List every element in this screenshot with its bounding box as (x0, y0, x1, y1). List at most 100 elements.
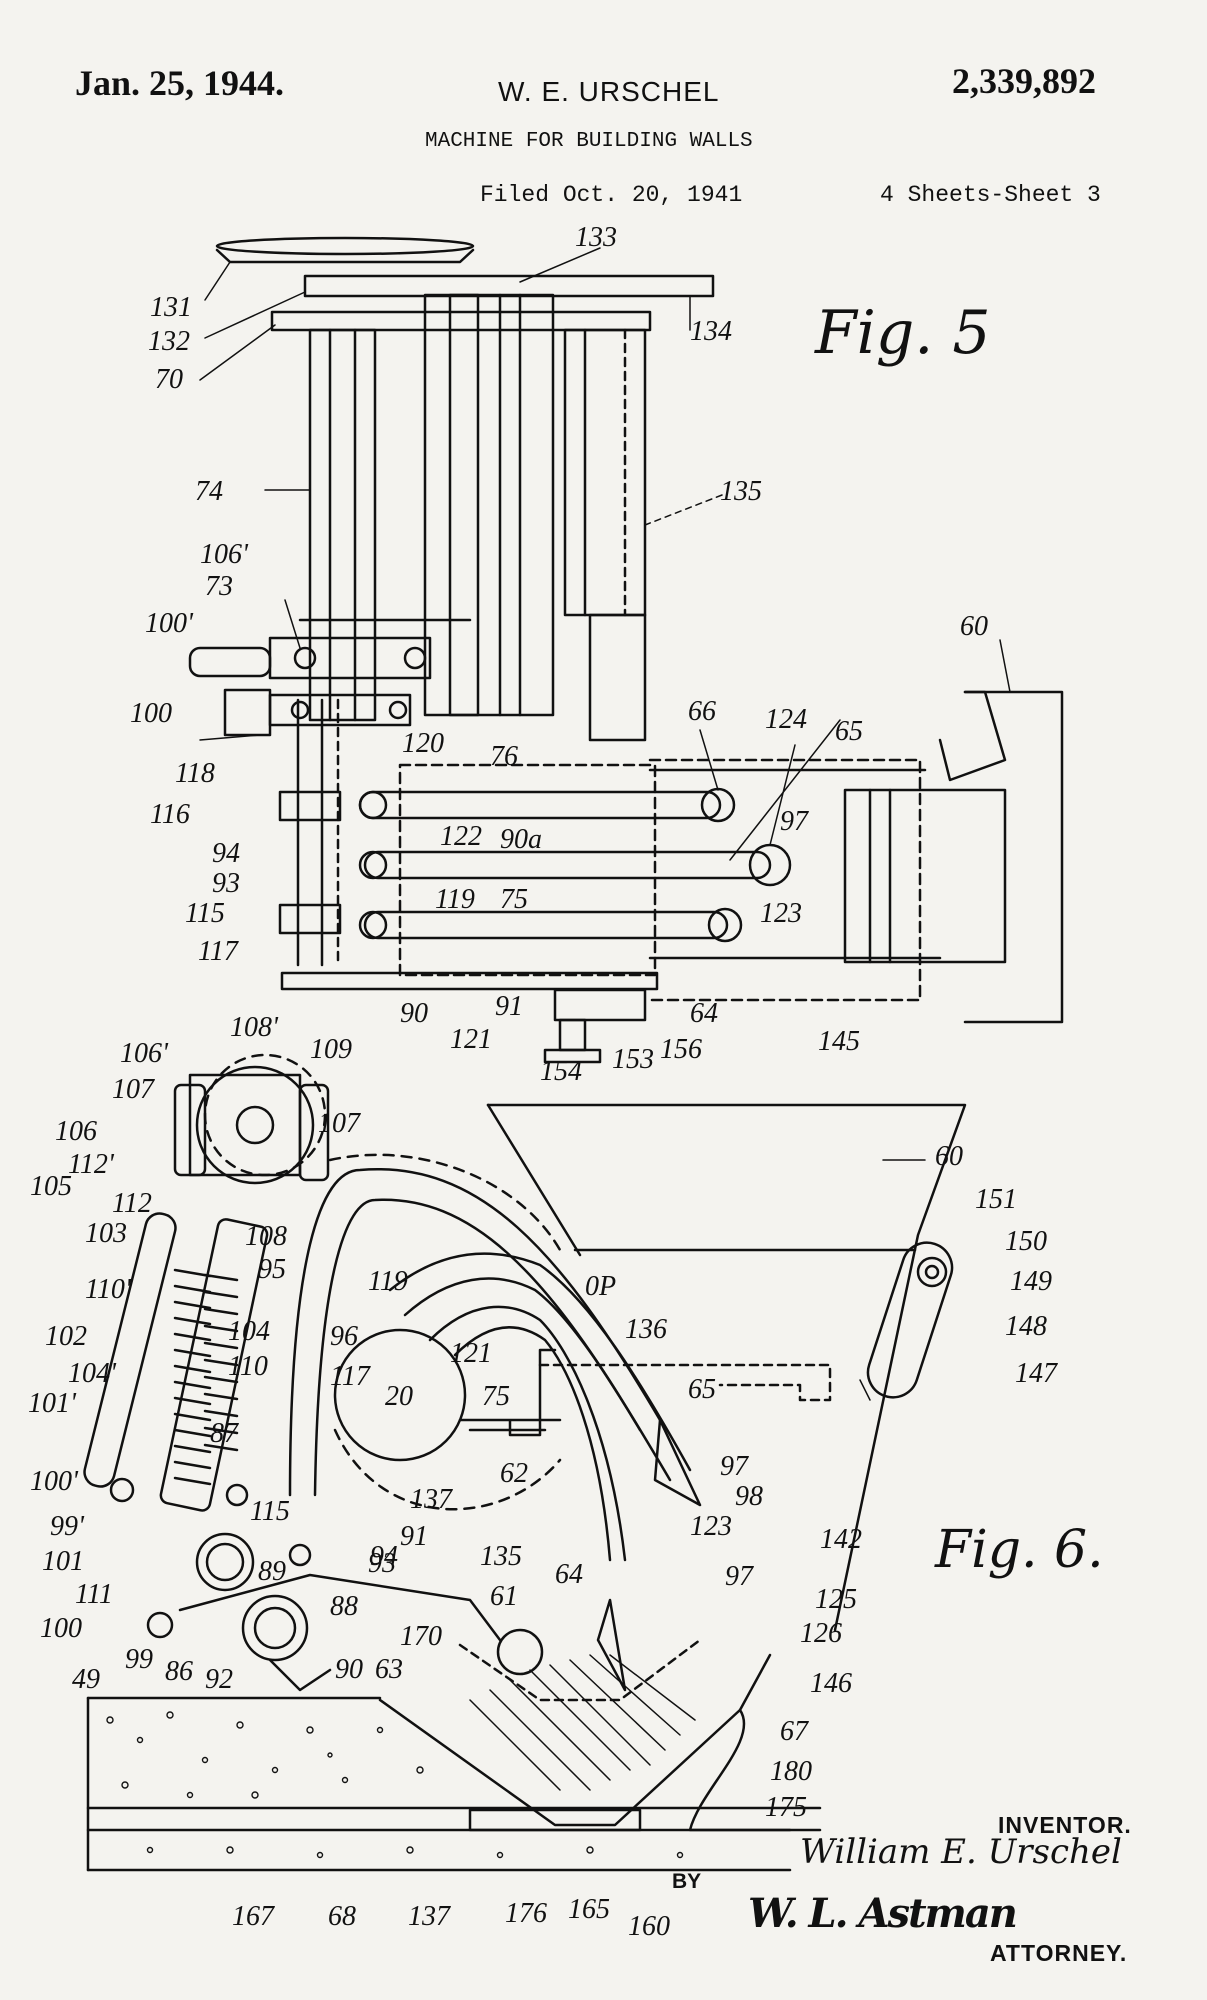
ref-numeral: 109 (310, 1034, 352, 1065)
ref-numeral: 134 (690, 316, 732, 347)
ref-numeral: 94 (370, 1541, 398, 1572)
ref-numeral: 160 (628, 1911, 670, 1942)
ref-numeral: 111 (75, 1579, 113, 1610)
material-hatch (469, 1654, 696, 1791)
ref-numeral: 115 (185, 898, 225, 929)
ref-numeral: 121 (450, 1338, 492, 1369)
fig6-drawing (83, 1053, 967, 1872)
sheet-count: 4 Sheets-Sheet 3 (880, 182, 1101, 208)
ref-numeral: 148 (1005, 1311, 1047, 1342)
patent-number: 2,339,892 (952, 61, 1096, 101)
ref-numeral: 63 (375, 1654, 403, 1685)
ref-numeral: 60 (935, 1141, 963, 1172)
ref-numeral: 151 (975, 1184, 1017, 1215)
ref-numeral: 108' (230, 1012, 279, 1043)
ref-numeral: 75 (482, 1381, 510, 1412)
ref-numeral: 96 (330, 1321, 358, 1352)
ref-numeral: 68 (328, 1901, 356, 1932)
ref-numeral: 103 (85, 1218, 127, 1249)
ref-numeral: 101' (28, 1388, 77, 1419)
ref-numeral: 137 (410, 1484, 453, 1515)
ref-numeral: 106 (55, 1116, 97, 1147)
pulley-rim (215, 248, 475, 264)
ref-numeral: 99' (50, 1511, 85, 1542)
ref-numeral: 67 (780, 1716, 809, 1747)
ref-numeral: 101 (42, 1546, 84, 1577)
blade-97 (596, 1598, 627, 1692)
ref-numeral: 86 (165, 1656, 193, 1687)
ref-numeral: 74 (195, 476, 223, 507)
ref-numeral: 120 (402, 728, 444, 759)
ref-numeral: 176 (505, 1898, 547, 1929)
ref-numeral: 112' (68, 1149, 115, 1180)
chute-145 (843, 788, 1007, 964)
ref-numeral: 87 (210, 1418, 239, 1449)
ref-numeral: 117 (198, 936, 239, 967)
ref-numeral: 119 (435, 884, 475, 915)
ref-numeral: 64 (555, 1559, 583, 1590)
ref-numeral: 117 (330, 1361, 371, 1392)
ref-numeral: 20 (385, 1381, 413, 1412)
fig5-drawing (188, 236, 1064, 1064)
figure-6-label: Fig. 6. (935, 1520, 1104, 1580)
fig5-ref-numerals: 131 132 70 133 134 135 74 106' 73 100' 1… (130, 222, 988, 1087)
blade-98 (653, 1418, 702, 1507)
ref-numeral: 90 (400, 998, 428, 1029)
fig6-ref-numerals: 106' 108' 109 107 106 107 112' 105 112 1… (28, 1012, 1058, 1942)
ref-numeral: 135 (720, 476, 762, 507)
ref-numeral: 153 (612, 1044, 654, 1075)
handle-100-prime (188, 646, 272, 678)
figure-5-label: Fig. 5 (815, 298, 991, 368)
ref-numeral: 60 (960, 611, 988, 642)
ref-numeral: 104' (68, 1358, 117, 1389)
spring-102 (173, 1268, 212, 1486)
ref-numeral: 100 (40, 1613, 82, 1644)
arm-95 (288, 1168, 662, 1497)
ref-numeral: 75 (500, 884, 528, 915)
ref-numeral: 93 (368, 1548, 396, 1579)
ref-numeral: 104 (228, 1316, 270, 1347)
filed-date: Filed Oct. 20, 1941 (480, 182, 743, 208)
ref-numeral: 124 (765, 704, 807, 735)
ref-numeral: 156 (660, 1034, 702, 1065)
ref-numeral: 91 (495, 991, 523, 1022)
ref-numeral: 105 (30, 1171, 72, 1202)
ref-numeral: 88 (330, 1591, 358, 1622)
link-middle (363, 850, 772, 880)
hopper-60-side (963, 690, 1064, 1024)
by-label: BY (672, 1870, 702, 1893)
slot-148 (866, 1241, 954, 1399)
ref-numeral: 100' (30, 1466, 79, 1497)
ref-numeral: 92 (205, 1664, 233, 1695)
ref-numeral: 107 (318, 1108, 361, 1139)
ref-numeral: 110' (85, 1274, 132, 1305)
inventor-signature: William E. Urschel (800, 1832, 1122, 1872)
shaft-61 (496, 1628, 544, 1676)
ref-numeral: 93 (212, 868, 240, 899)
ref-numeral: 146 (810, 1668, 852, 1699)
ref-numeral: 62 (500, 1458, 528, 1489)
ref-numeral: 170 (400, 1621, 442, 1652)
ref-numeral: 97 (780, 806, 809, 837)
plate-132 (303, 274, 715, 298)
ref-numeral: 121 (450, 1024, 492, 1055)
ref-numeral: 73 (205, 571, 233, 602)
ref-numeral: 0P (585, 1271, 616, 1302)
ref-numeral: 91 (400, 1521, 428, 1552)
ref-numeral: 99 (125, 1644, 153, 1675)
plate-70 (270, 310, 652, 332)
ref-numeral: 119 (368, 1266, 408, 1297)
ref-numeral: 112 (112, 1188, 152, 1219)
ref-numeral: 100' (145, 608, 194, 639)
ref-numeral: 106' (120, 1038, 169, 1069)
ref-numeral: 175 (765, 1792, 807, 1823)
ref-numeral: 66 (688, 696, 716, 727)
ref-numeral: 64 (690, 998, 718, 1029)
ref-numeral: 118 (175, 758, 215, 789)
pin-150 (916, 1256, 948, 1288)
ref-numeral: 107 (112, 1074, 155, 1105)
ref-numeral: 136 (625, 1314, 667, 1345)
ref-numeral: 49 (72, 1664, 100, 1695)
column-74 (308, 328, 377, 722)
link-upper (358, 790, 722, 820)
